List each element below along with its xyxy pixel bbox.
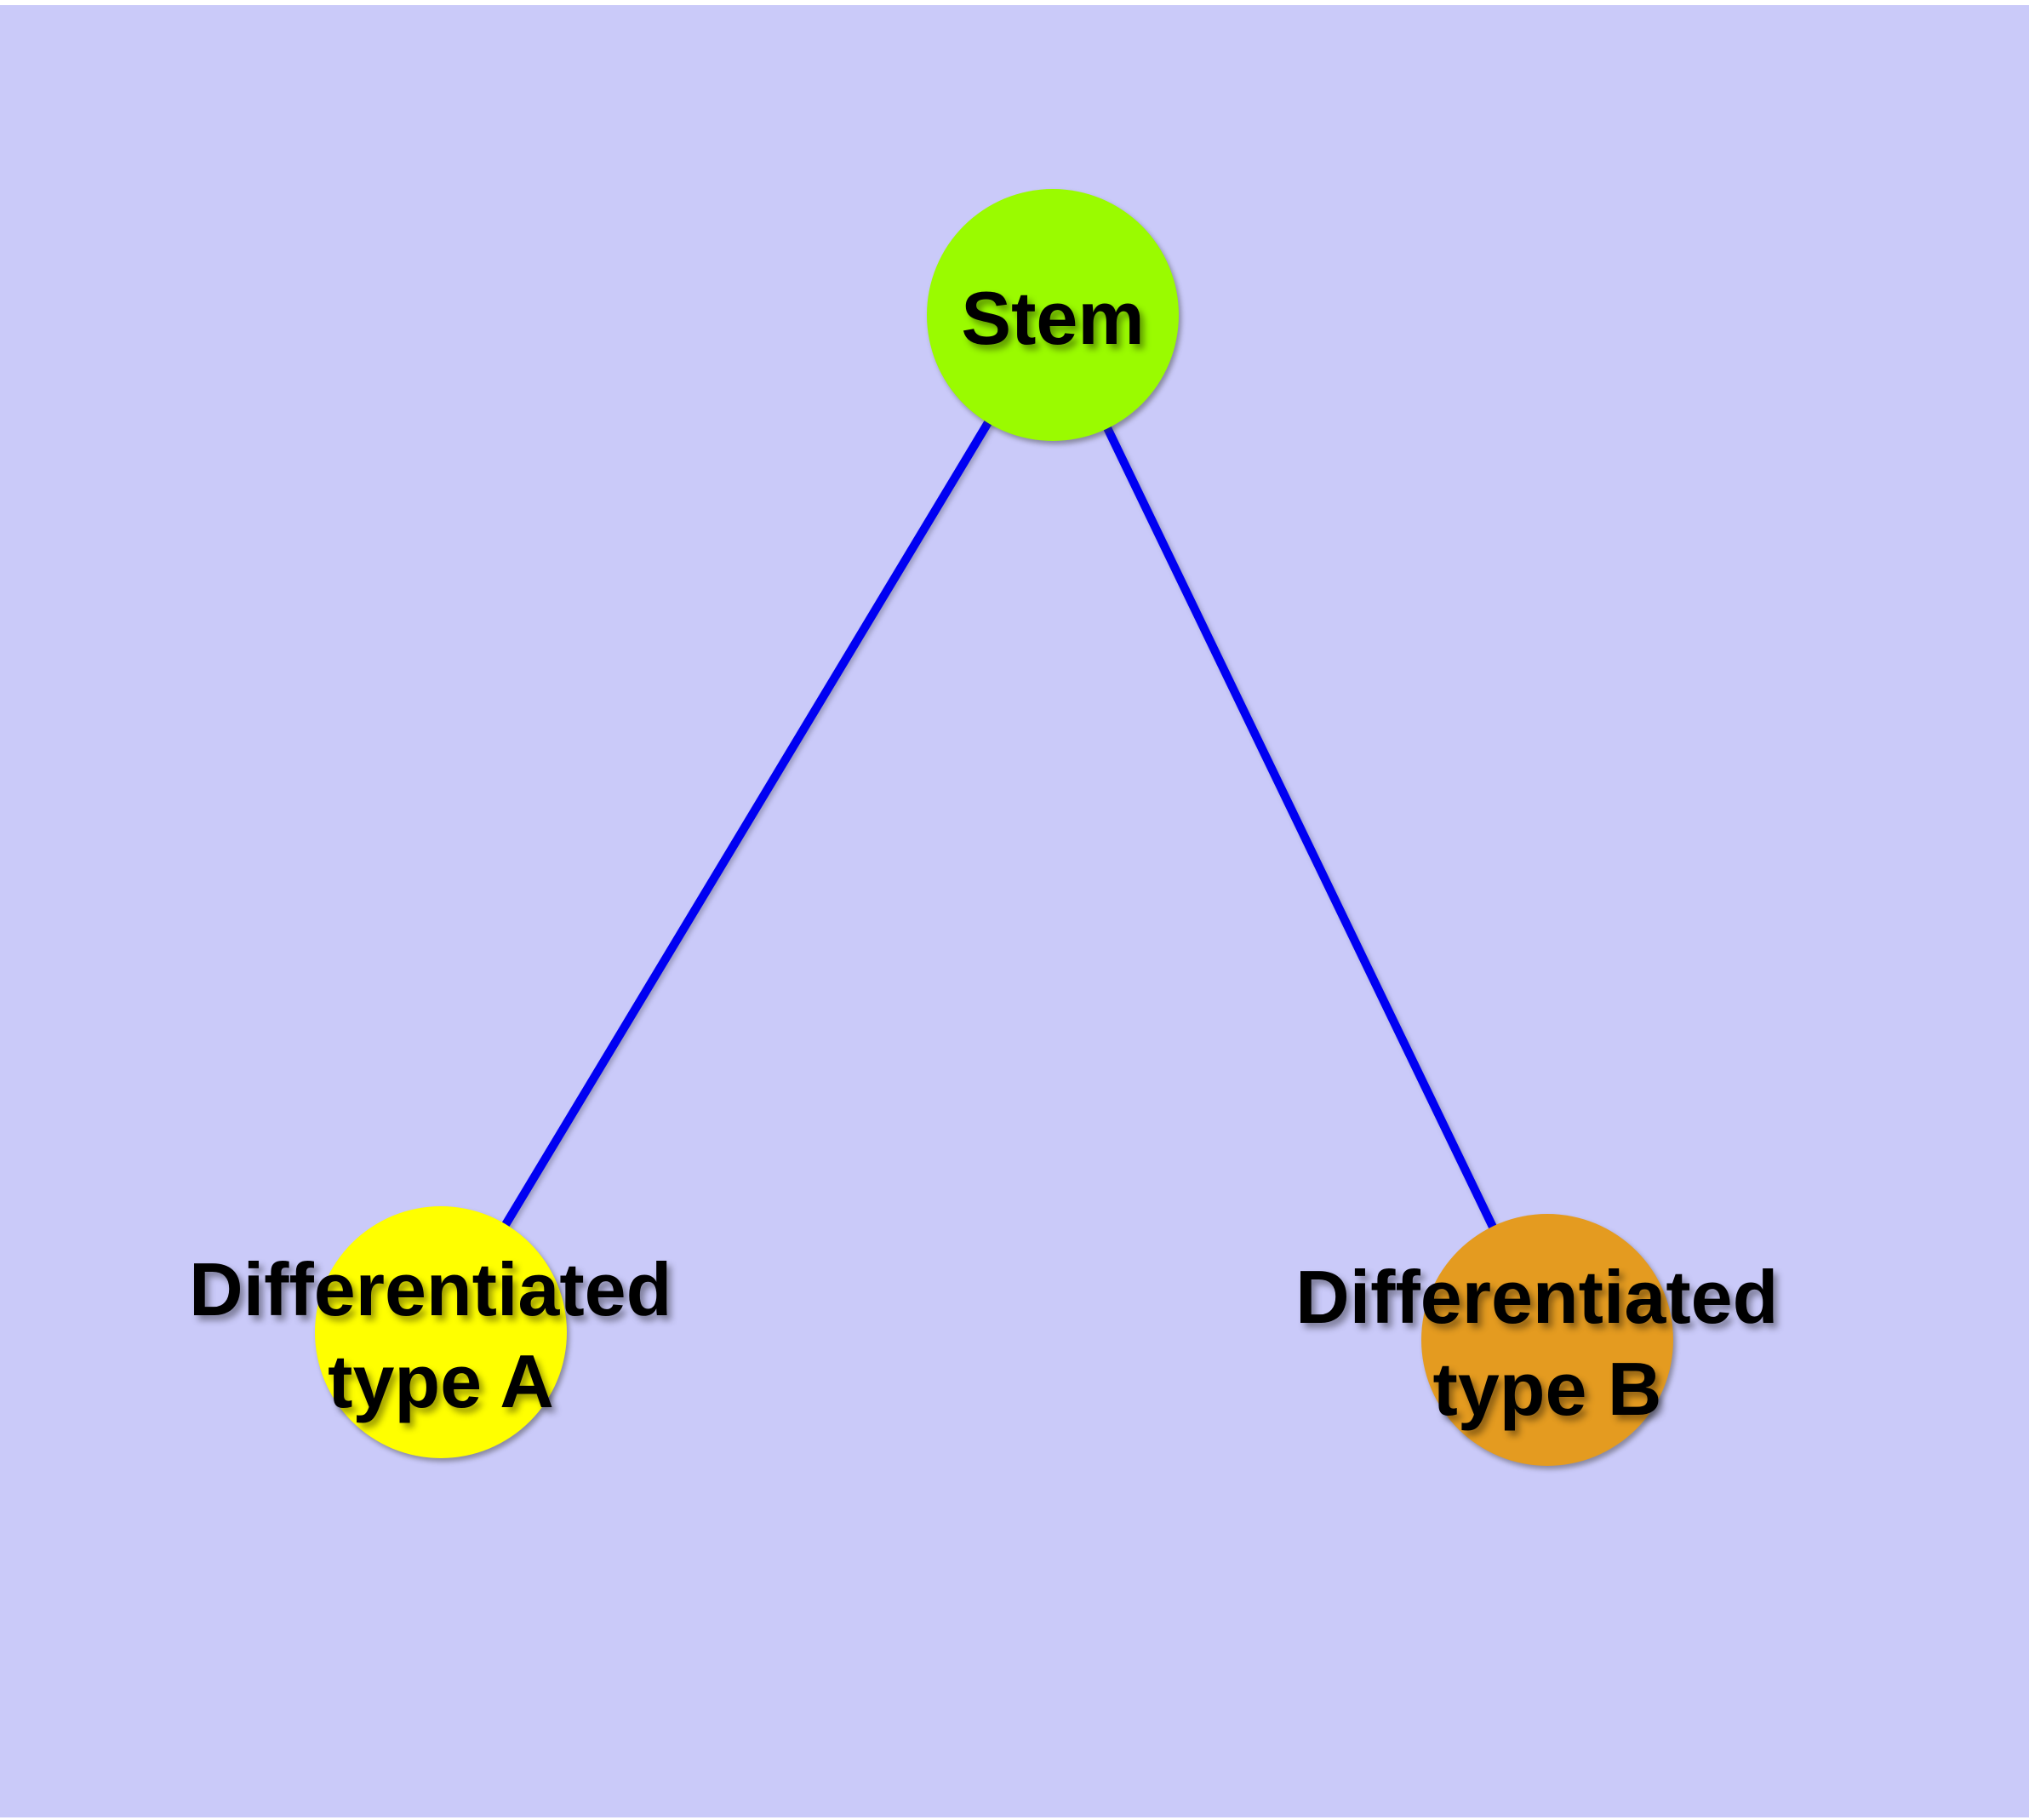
node-type-b-label-line2: type B xyxy=(1433,1347,1662,1431)
bottom-edge-strip xyxy=(0,1817,2029,1820)
node-type-b-label: Differentiated type B xyxy=(1295,1255,1799,1431)
node-type-a-label: Differentiated type A xyxy=(189,1247,693,1423)
edge-stem-to-type-b xyxy=(1049,312,1552,1342)
node-stem-label-line1: Stem xyxy=(961,276,1144,360)
node-layer xyxy=(315,189,1673,1466)
node-stem-circle xyxy=(927,189,1179,441)
node-type-a-circle xyxy=(315,1206,567,1458)
node-type-b-label-line1: Differentiated xyxy=(1295,1255,1778,1339)
node-stem-label: Stem xyxy=(961,276,1144,360)
node-type-a-label-line1: Differentiated xyxy=(189,1247,672,1331)
node-type-b-circle xyxy=(1421,1214,1673,1466)
node-type-a-label-line2: type A xyxy=(328,1339,554,1423)
edge-layer xyxy=(437,312,1552,1342)
top-edge-strip xyxy=(0,0,2029,5)
edge-stem-to-type-a xyxy=(437,312,1057,1335)
label-layer: Stem Differentiated type A Differentiate… xyxy=(189,276,1799,1431)
